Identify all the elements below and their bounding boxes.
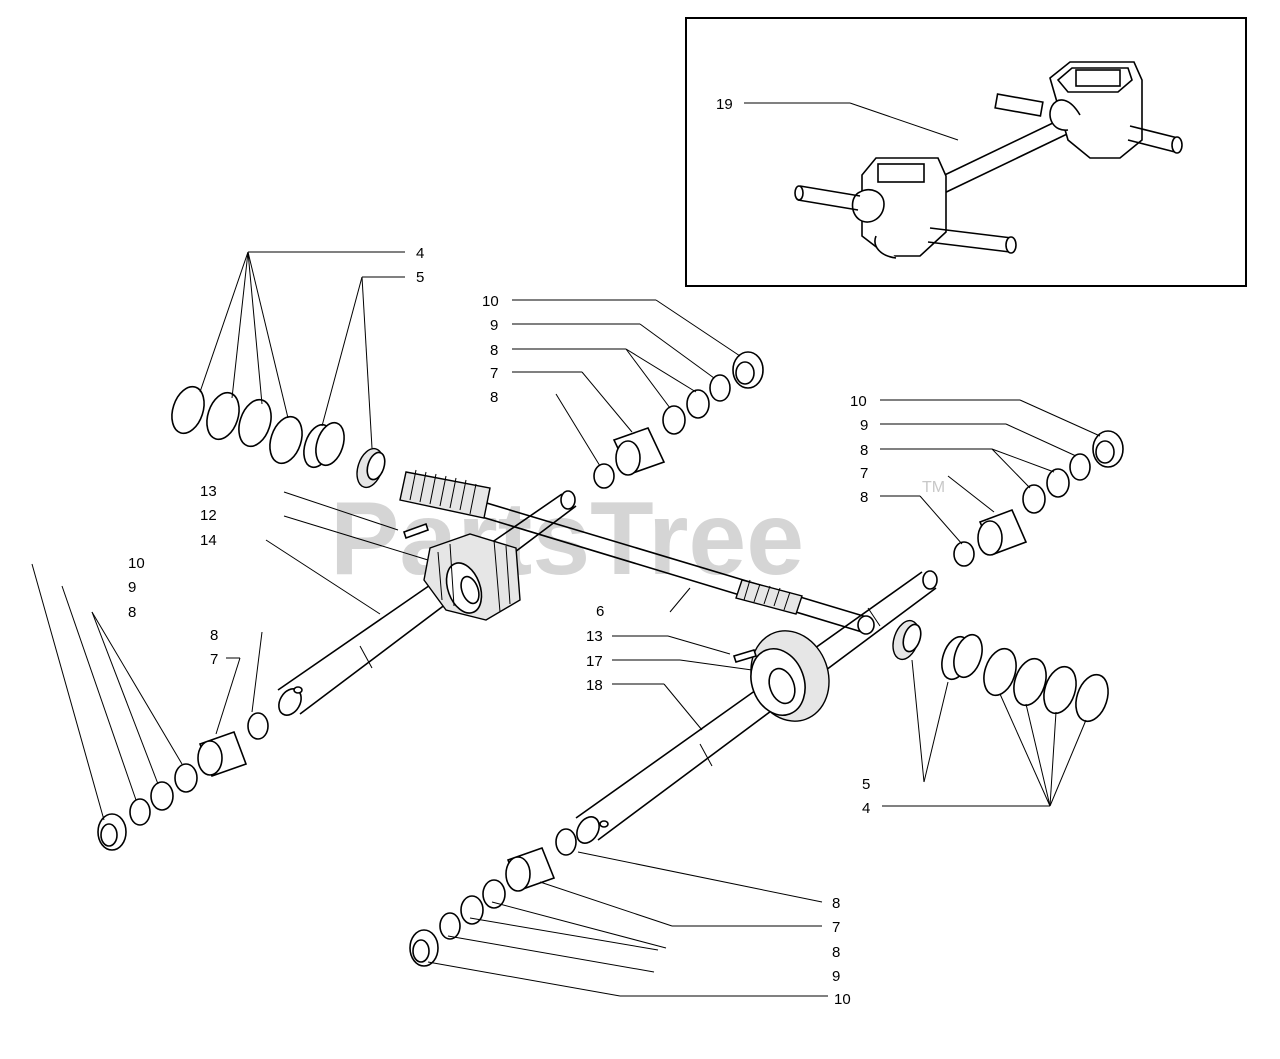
ring-part-8-lower-left-a [150, 781, 174, 811]
ring-part-8-right-a [1046, 468, 1070, 498]
upper-middle-bushing-stack [512, 299, 764, 489]
inset-gearbox-right [994, 61, 1183, 159]
leaders-lower-left [31, 563, 263, 821]
inset-frame [685, 17, 1247, 287]
leaders-upper-right [880, 399, 1101, 545]
callout-6-right: 6 [596, 603, 604, 620]
worm-gear-left [399, 469, 491, 519]
ring-part-9-right [1069, 453, 1091, 481]
ring-part-8-bottom-a [460, 895, 484, 925]
callout-14-left: 14 [200, 532, 217, 549]
spur-gear-part-17 [750, 630, 830, 722]
callout-4-right: 4 [862, 800, 870, 817]
tapered-bearing-part-5 [356, 447, 386, 489]
ring-part-8-lower-left-b [174, 763, 198, 793]
ring-part-4-d [269, 415, 303, 465]
seal-part-10-lower-left [97, 813, 127, 851]
ring-part-8-right-c [953, 541, 975, 567]
upper-left-bearing-stack [171, 251, 405, 489]
upper-worm-shaft [399, 469, 875, 635]
ring-part-9-upper [709, 374, 731, 402]
callout-17-right: 17 [586, 653, 603, 670]
inset-assembly-view [685, 17, 1247, 287]
leaders-left-shaft [265, 491, 429, 615]
key-part-13-right [732, 649, 758, 663]
callout-8-left: 8 [128, 604, 136, 621]
callout-9-right: 9 [860, 417, 868, 434]
ring-part-4-right-c [1043, 665, 1077, 715]
callout-5-right: 5 [862, 776, 870, 793]
seal-part-10-bottom [409, 929, 439, 967]
bushing-part-7-bottom [505, 846, 556, 892]
ring-part-4-right-a [983, 647, 1017, 697]
leaders-bottom [427, 851, 828, 997]
callout-8-left-b: 8 [210, 627, 218, 644]
callout-9-bottom: 9 [832, 968, 840, 985]
ring-part-8-bottom-c [555, 828, 577, 856]
bushing-part-7-lower-left [197, 730, 248, 778]
ring-part-8-upper-c [593, 463, 615, 489]
left-output-shaft-part-14 [265, 490, 577, 716]
callout-8-right-a: 8 [860, 442, 868, 459]
ring-part-4-right-b [1013, 657, 1047, 707]
leader-19-tail [849, 102, 959, 141]
callout-13-left: 13 [200, 483, 217, 500]
bushing-part-7-right [977, 508, 1028, 556]
callout-7-upper: 7 [490, 365, 498, 382]
callout-8-bottom-a: 8 [832, 895, 840, 912]
callout-18-right: 18 [586, 677, 603, 694]
ring-part-8-upper-b [662, 405, 686, 435]
watermark-trademark: TM [922, 479, 945, 496]
callout-7-bottom: 7 [832, 919, 840, 936]
callout-8-right-b: 8 [860, 489, 868, 506]
callout-7-right: 7 [860, 465, 868, 482]
callout-8-bottom-b: 8 [832, 944, 840, 961]
callout-19: 19 [716, 96, 733, 113]
ring-part-8-upper-a [686, 389, 710, 419]
lower-left-bushing-stack [31, 563, 269, 851]
callout-10-right: 10 [850, 393, 867, 410]
bearing-cup-part-5-right [941, 633, 983, 681]
callout-9-left: 9 [128, 579, 136, 596]
leaders-upper-middle [512, 299, 741, 467]
upper-right-bushing-stack [880, 399, 1124, 567]
ring-part-9-bottom [439, 912, 461, 940]
leaders-right-shaft [612, 587, 1087, 807]
callout-10-bottom: 10 [834, 991, 851, 1008]
worm-gear-right [735, 579, 803, 615]
bevel-gear-left [423, 533, 521, 621]
ring-part-8-right-b [1022, 484, 1046, 514]
ring-part-4-b [206, 391, 240, 441]
ring-part-4-c [238, 398, 272, 448]
callout-5-upper: 5 [416, 269, 424, 286]
callout-8-upper-a: 8 [490, 342, 498, 359]
callout-4-upper: 4 [416, 245, 424, 262]
inset-gearbox-left [794, 157, 1017, 259]
tapered-bearing-part-5-right [892, 619, 922, 661]
bottom-bushing-stack [409, 828, 828, 997]
callout-9-upper: 9 [490, 317, 498, 334]
ring-part-4-a [171, 385, 205, 435]
callout-13-right: 13 [586, 628, 603, 645]
ring-part-8-bottom-b [482, 879, 506, 909]
callout-10-upper: 10 [482, 293, 499, 310]
callout-8-upper-b: 8 [490, 389, 498, 406]
callout-12-left: 12 [200, 507, 217, 524]
right-output-shaft-part-18 [575, 570, 1109, 844]
seal-part-10-right [1092, 430, 1124, 468]
callout-7-left: 7 [210, 651, 218, 668]
ring-part-9-lower-left [129, 798, 151, 826]
ring-part-8-lower-left-c [247, 712, 269, 740]
leaders-4-5-upper [199, 251, 405, 449]
bearing-cup-part-5 [303, 421, 345, 469]
seal-part-10-upper [732, 351, 764, 389]
bushing-part-7-upper [612, 427, 666, 476]
key-part-13-left [402, 522, 430, 540]
callout-labels: 19 4 5 10 9 8 7 8 10 9 8 7 8 13 12 14 10… [128, 96, 870, 1008]
ring-part-4-right-d [1075, 673, 1109, 723]
callout-10-left: 10 [128, 555, 145, 572]
